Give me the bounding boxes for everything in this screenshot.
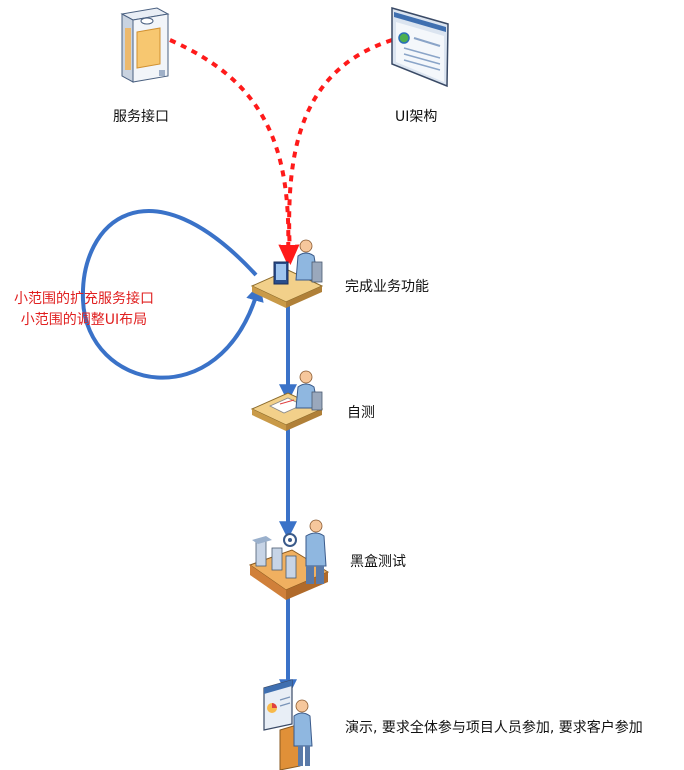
iteration-loop-arrow xyxy=(80,209,264,380)
server-icon xyxy=(120,7,170,83)
label-demo: 演示, 要求全体参与项目人员参加, 要求客户参加 xyxy=(345,720,643,736)
label-complete-function: 完成业务功能 xyxy=(345,279,429,295)
developer-desk-icon xyxy=(250,239,324,308)
dashed-arrow-from-service xyxy=(169,38,299,265)
label-blackbox-test: 黑盒测试 xyxy=(350,554,406,570)
loop-note: 小范围的扩充服务接口 小范围的调整UI布局 xyxy=(3,289,165,331)
label-self-test: 自测 xyxy=(347,405,375,421)
assembly-line-icon xyxy=(248,519,330,600)
loop-note-line2: 小范围的调整UI布局 xyxy=(20,312,148,328)
label-ui-architecture: UI架构 xyxy=(395,109,438,125)
label-service-interface: 服务接口 xyxy=(113,109,169,125)
dashed-arrow-from-ui xyxy=(279,38,393,265)
self-test-desk-icon xyxy=(250,370,324,431)
presentation-board-icon xyxy=(263,679,313,770)
loop-note-line1: 小范围的扩充服务接口 xyxy=(14,291,154,307)
browser-window-icon xyxy=(391,7,449,88)
